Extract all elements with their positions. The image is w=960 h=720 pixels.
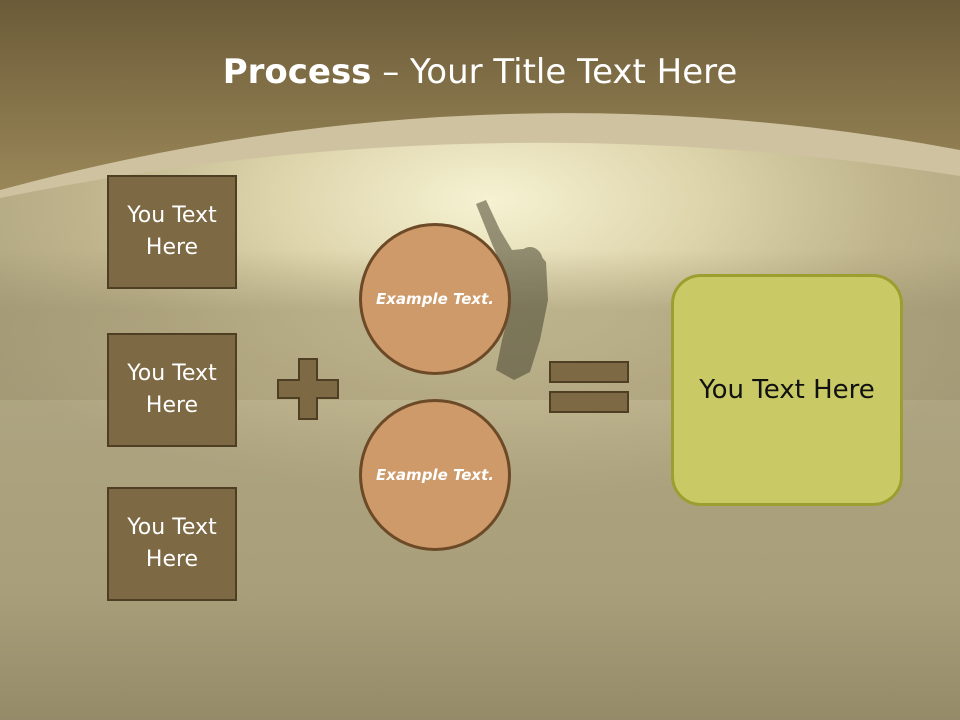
header-band [0, 0, 960, 190]
circle-1: Example Text. [359, 223, 511, 375]
header-arc-light [0, 113, 960, 198]
page-title: Process – Your Title Text Here [0, 52, 960, 92]
title-bold: Process [222, 52, 372, 92]
title-rest: – Your Title Text Here [371, 52, 738, 92]
surfer-silhouette [476, 200, 548, 380]
input-box-label: You Text Here [127, 203, 217, 260]
result-box: You Text Here [671, 274, 903, 506]
input-box-2: You Text Here [107, 333, 237, 447]
circle-2: Example Text. [359, 399, 511, 551]
input-box-label: You Text Here [127, 515, 217, 572]
equals-icon [549, 361, 629, 413]
plus-icon [277, 358, 339, 420]
input-box-3: You Text Here [107, 487, 237, 601]
result-label: You Text Here [699, 375, 875, 405]
circle-label: Example Text. [376, 465, 494, 484]
input-box-label: You Text Here [127, 361, 217, 418]
input-box-1: You Text Here [107, 175, 237, 289]
circle-label: Example Text. [376, 289, 494, 308]
